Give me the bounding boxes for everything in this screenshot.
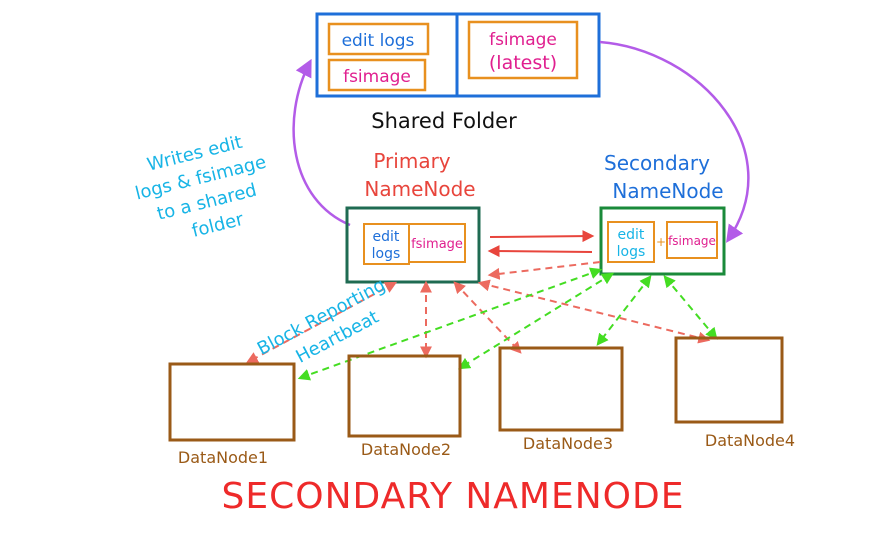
primary-namenode: Primary NameNode edit logs fsimage: [345, 149, 481, 284]
datanode-4-box: [674, 336, 784, 424]
secondary-to-primary-dash: [487, 261, 601, 280]
primary-title-line1: Primary: [373, 149, 450, 173]
datanode-3-box: [498, 346, 624, 432]
block-report-dn3: [453, 281, 522, 354]
datanode-2-box: [347, 354, 462, 438]
secondary-title-line1: Secondary: [604, 151, 710, 175]
datanode-4-label: DataNode4: [705, 431, 795, 450]
datanode-1-label: DataNode1: [178, 448, 268, 467]
arrow-secondary-to-primary: [487, 245, 593, 258]
block-report-dn4: [477, 279, 711, 344]
purple-arrow-shared-to-secondary: [599, 40, 750, 243]
writes-note: Writes edit logs & fsimage to a shared f…: [133, 132, 268, 242]
shared-folder-label: Shared Folder: [371, 109, 517, 133]
primary-title-line2: NameNode: [364, 177, 475, 201]
shared-fsimage-label: fsimage: [343, 67, 411, 87]
heartbeat-dn3: [596, 275, 652, 346]
shared-fsimage-latest-line2: (latest): [489, 52, 557, 74]
secondary-edit-line1: edit: [618, 227, 645, 243]
secondary-edit-logs-box: [607, 221, 655, 263]
shared-edit-logs-label: edit logs: [342, 31, 415, 51]
secondary-plus: +: [656, 235, 666, 249]
shared-fsimage-box: [327, 58, 427, 92]
secondary-fsimage-label: fsimage: [668, 234, 716, 248]
heartbeat-dn2: [457, 272, 615, 370]
secondary-fsimage-box: [666, 221, 718, 259]
main-title: SECONDARY NAMENODE: [222, 476, 685, 517]
shared-folder: edit logs fsimage fsimage (latest) Share…: [315, 12, 601, 133]
heartbeat-dn4: [663, 275, 718, 340]
datanode-3: DataNode3: [498, 346, 624, 453]
arrow-primary-to-secondary: [489, 230, 595, 243]
datanode-4: DataNode4: [674, 336, 795, 450]
secondary-edit-line2: logs: [617, 244, 646, 260]
datanode-1: DataNode1: [168, 362, 296, 467]
shared-edit-logs-box: [327, 22, 430, 56]
secondary-namenode: Secondary NameNode edit logs + fsimage: [599, 151, 726, 276]
shared-fsimage-latest-line1: fsimage: [489, 30, 557, 50]
secondary-box: [599, 206, 726, 276]
datanode-2: DataNode2: [347, 354, 462, 459]
secondary-title-line2: NameNode: [612, 179, 723, 203]
primary-fsimage-box: [408, 223, 466, 263]
purple-arrow-primary-to-shared: [292, 58, 351, 227]
datanode-2-label: DataNode2: [361, 440, 451, 459]
primary-fsimage-label: fsimage: [411, 237, 463, 252]
datanode-3-label: DataNode3: [523, 434, 613, 453]
primary-edit-line1: edit: [373, 229, 400, 245]
primary-edit-line2: logs: [372, 246, 401, 262]
shared-fsimage-latest-box: [467, 20, 579, 80]
datanode-1-box: [168, 362, 296, 442]
